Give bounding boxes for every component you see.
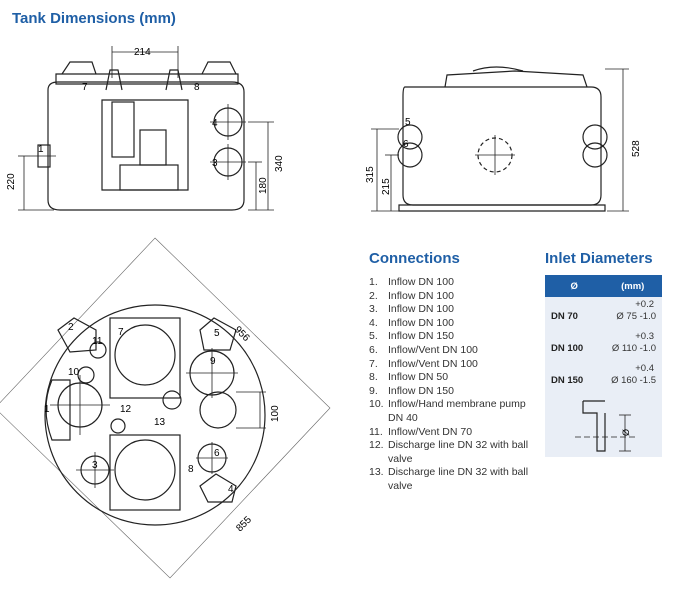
label-3: 3 [92,460,98,471]
table-row: DN 70 +0.2 Ø 75 -1.0 [551,299,656,322]
label-12: 12 [120,404,132,415]
label-3: 3 [212,158,218,169]
list-item: 10.Inflow/Hand membrane pump DN 40 [369,398,526,424]
diameter-symbol: Ø [621,429,631,436]
list-item: 1.Inflow DN 100 [369,276,454,288]
dim-956: 956 [232,324,252,344]
list-item: 12.Discharge line DN 32 with ball valve [369,439,529,465]
label-8: 8 [194,82,200,93]
label-1: 1 [38,144,44,155]
label-5: 5 [405,117,411,128]
connections-title: Connections [369,250,460,267]
list-item: 4.Inflow DN 100 [369,316,454,329]
page-title: Tank Dimensions (mm) [12,10,176,27]
label-11: 11 [92,336,103,347]
label-7: 7 [118,327,124,338]
dim-855: 855 [234,514,254,534]
label-5: 5 [214,328,220,339]
dim-340: 340 [274,155,285,172]
list-item: 8.Inflow DN 50 [369,371,449,384]
list-item: 9.Inflow DN 150 [369,384,454,397]
list-item: 11.Inflow/Vent DN 70 [369,425,473,438]
list-item: 2.Inflow DN 100 [369,289,454,302]
list-item: 5.Inflow DN 150 [369,330,454,343]
side-view-drawing: 214 220 340 180 7 8 4 3 1 [6,46,285,211]
label-8: 8 [188,464,194,475]
connections-list: 1.Inflow DN 100 2.Inflow DN 100 3.Inflow… [369,276,539,494]
label-4: 4 [212,118,218,129]
dim-215: 215 [381,178,392,195]
table-row: DN 100 +0.3 Ø 110 -1.0 [551,331,656,354]
header-mm: (mm) [621,280,645,292]
inlet-table: Ø (mm) DN 70 +0.2 Ø 75 -1.0 DN 100 +0.3 … [545,275,662,457]
dim-100: 100 [270,405,281,422]
label-10: 10 [68,367,80,378]
inlet-title: Inlet Diameters [545,250,653,267]
top-view-drawing: 956 855 100 2 11 10 1 7 12 13 9 5 3 6 8 … [0,237,331,579]
header-diameter: Ø [570,280,578,292]
dim-214: 214 [134,47,151,58]
label-9: 9 [210,356,216,367]
label-6: 6 [214,448,220,459]
dim-220: 220 [6,173,17,190]
inlet-section-diagram: Ø [575,400,635,452]
inlet-table-header: Ø (mm) [545,275,662,297]
table-row: DN 150 +0.4 Ø 160 -1.5 [551,363,656,386]
label-1: 1 [44,404,50,415]
list-item: 6.Inflow/Vent DN 100 [369,343,478,356]
label-6: 6 [403,139,409,150]
label-4: 4 [228,484,234,495]
list-item: 13.Discharge line DN 32 with ball valve [369,466,529,492]
dim-528: 528 [631,140,642,157]
list-item: 3.Inflow DN 100 [369,303,454,316]
front-view-drawing: 528 315 215 5 6 [365,66,642,212]
label-2: 2 [68,322,74,333]
dim-315: 315 [365,166,376,183]
dim-180: 180 [258,177,269,194]
label-7: 7 [82,82,88,93]
list-item: 7.Inflow/Vent DN 100 [369,357,478,370]
label-13: 13 [154,417,166,428]
